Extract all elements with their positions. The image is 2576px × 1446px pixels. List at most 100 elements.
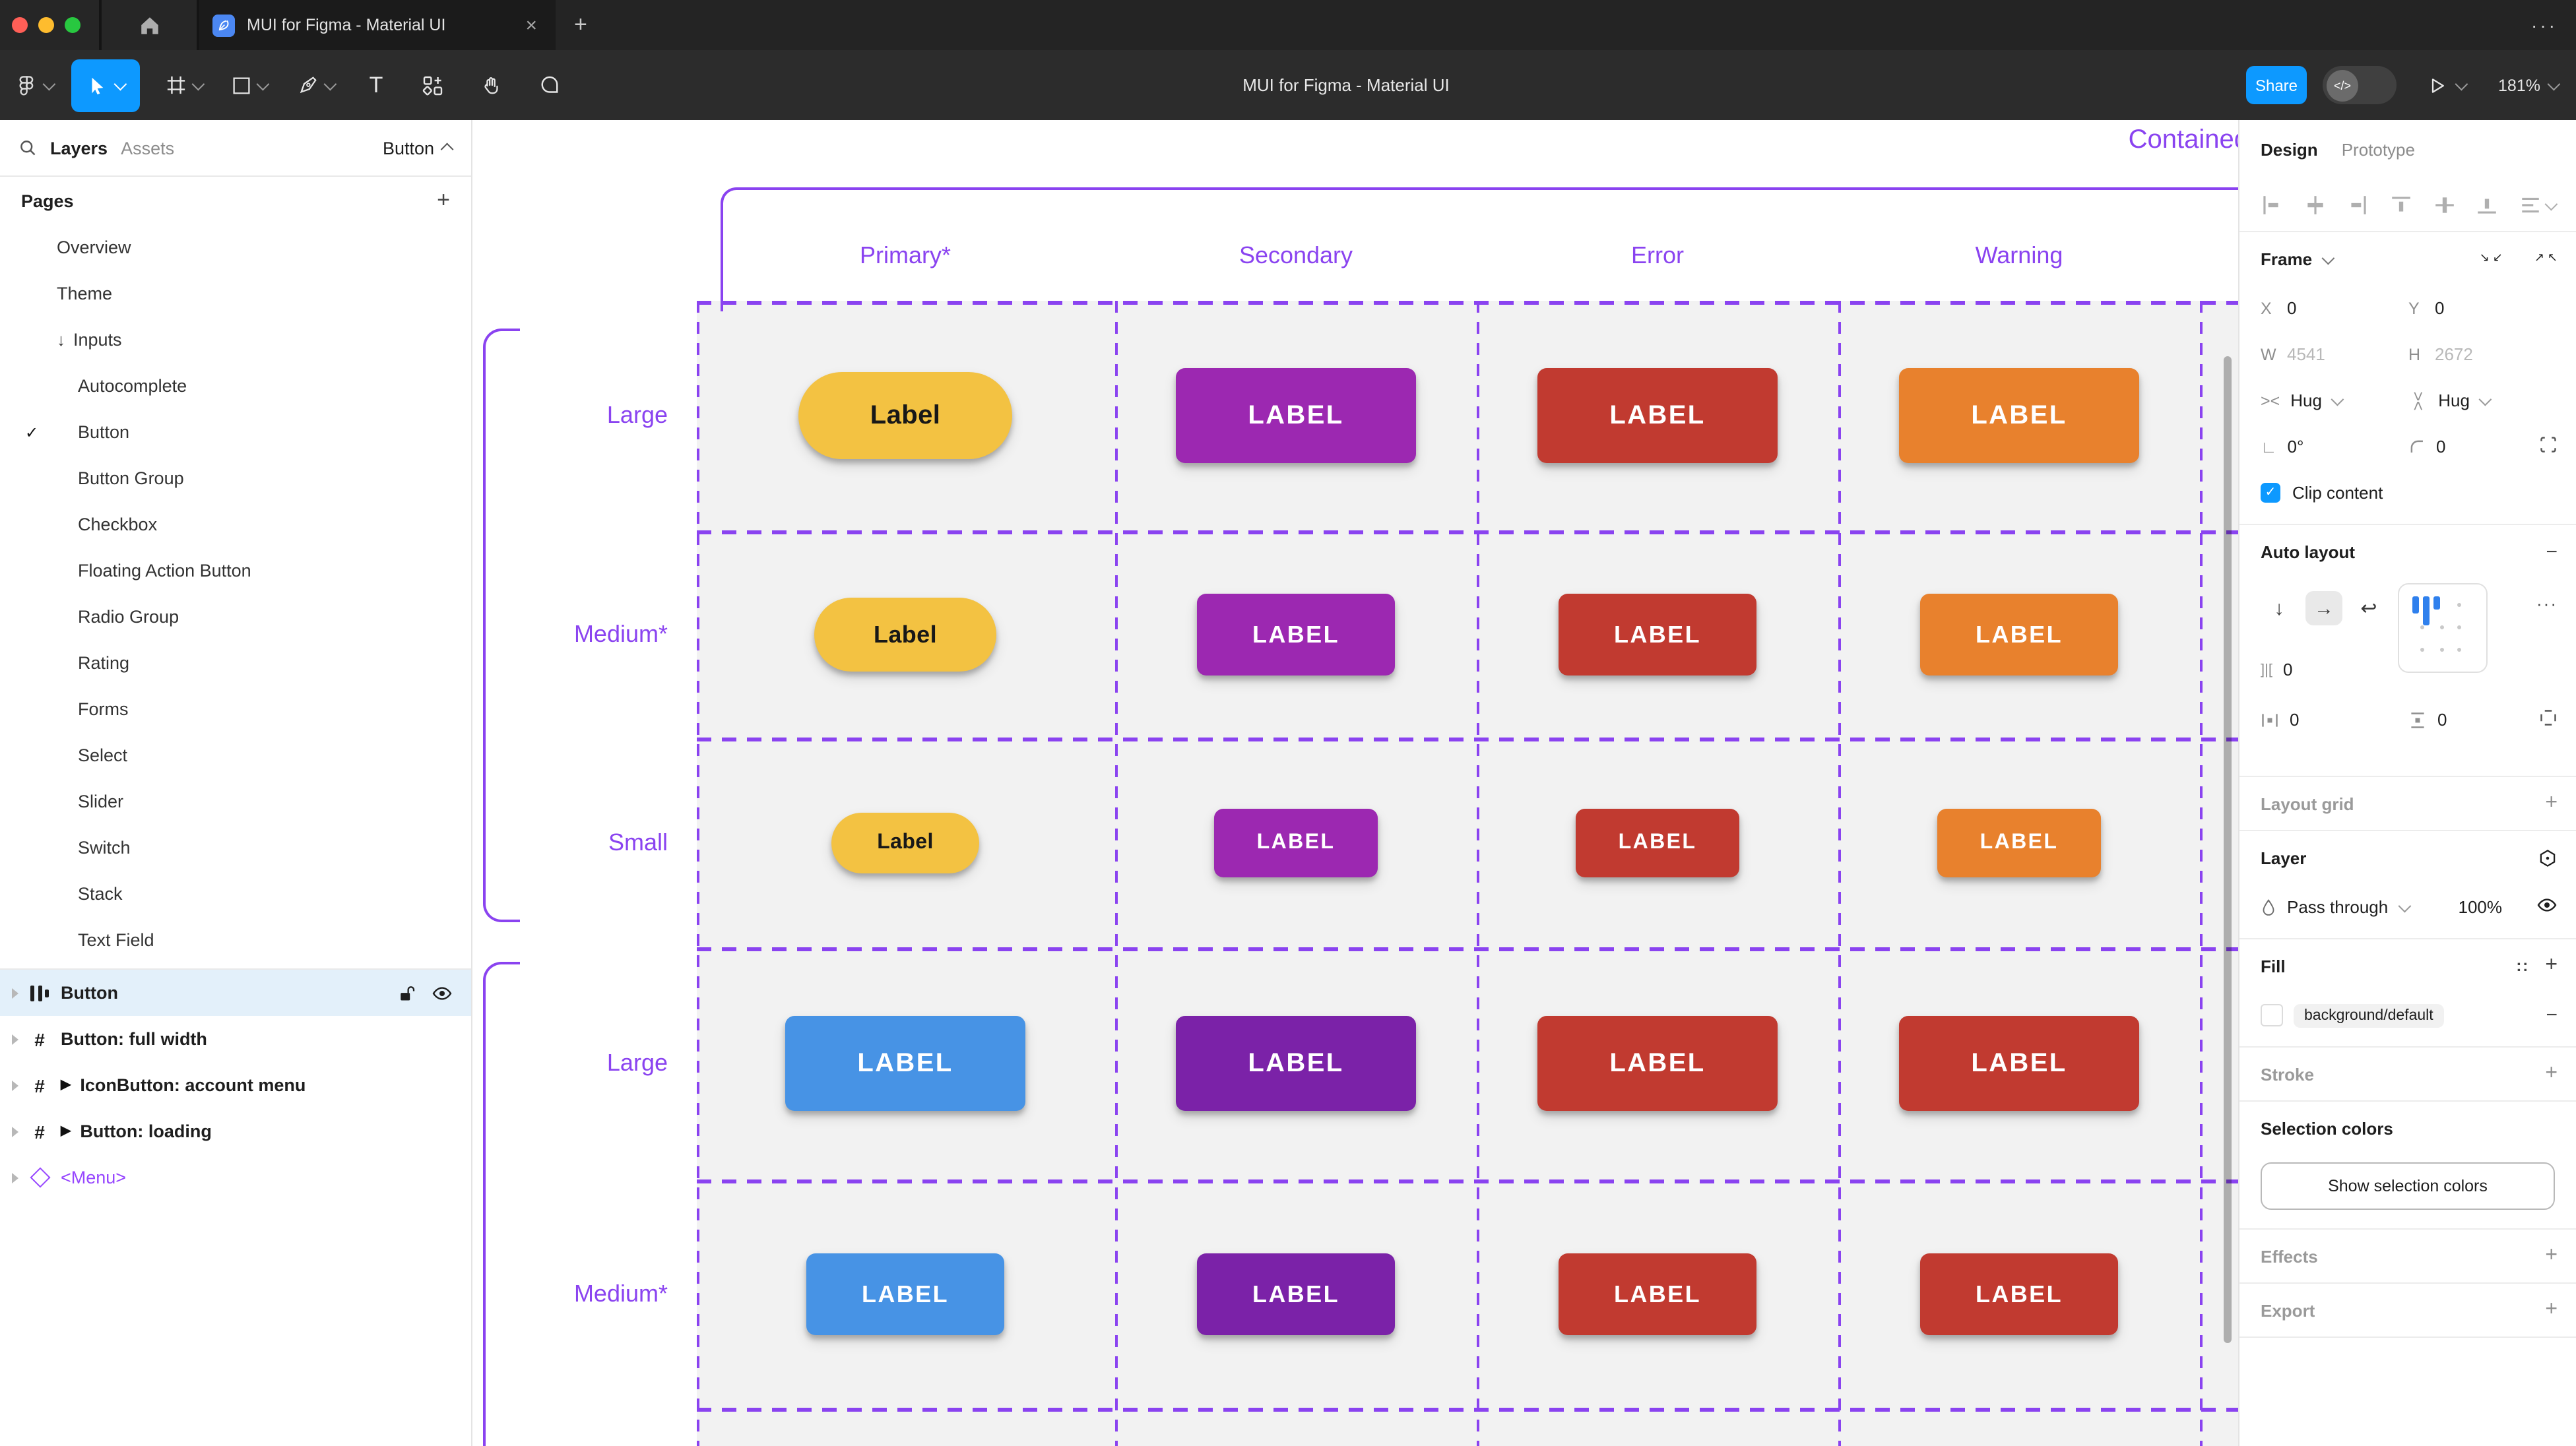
add-export-button[interactable]: + [2545, 1298, 2558, 1321]
disclosure-triangle-icon[interactable] [12, 1034, 18, 1044]
layer-row-button-loading[interactable]: # ▶ Button: loading [0, 1108, 471, 1154]
minimize-window-button[interactable] [38, 17, 54, 33]
button-warning-medium-default[interactable]: LABEL [1920, 1253, 2118, 1335]
disclosure-triangle-icon[interactable] [12, 1080, 18, 1090]
distribute-menu[interactable] [2519, 193, 2558, 216]
fill-color-swatch[interactable] [2261, 1004, 2283, 1026]
auto-layout-more-button[interactable]: ··· [2536, 594, 2558, 613]
add-page-button[interactable]: + [437, 187, 450, 212]
button-primary-small[interactable]: Label [831, 813, 979, 873]
text-tool-button[interactable]: T [348, 72, 404, 98]
pen-tool-button[interactable] [282, 75, 348, 95]
present-button[interactable] [2428, 50, 2468, 120]
tab-design[interactable]: Design [2261, 139, 2318, 159]
sidebar-page-rating[interactable]: Rating [0, 640, 471, 686]
layer-row-menu-instance[interactable]: <Menu> [0, 1154, 471, 1201]
main-menu-button[interactable] [0, 75, 69, 96]
button-warning-large-default[interactable]: LABEL [1899, 1016, 2139, 1111]
direction-vertical-button[interactable]: ↓ [2274, 597, 2284, 619]
horizontal-sizing-select[interactable]: ><Hug [2261, 391, 2345, 410]
align-right-icon[interactable] [2347, 193, 2369, 216]
vertical-sizing-select[interactable]: ><Hug [2408, 391, 2493, 410]
new-tab-button[interactable]: + [574, 12, 587, 37]
button-secondary-large-default[interactable]: LABEL [1176, 1016, 1416, 1111]
sidebar-page-stack[interactable]: Stack [0, 871, 471, 917]
window-more-menu[interactable]: ··· [2531, 15, 2558, 36]
add-effect-button[interactable]: + [2545, 1244, 2558, 1267]
button-secondary-small[interactable]: LABEL [1214, 809, 1378, 877]
align-top-icon[interactable] [2390, 193, 2412, 216]
button-error-large-default[interactable]: LABEL [1537, 1016, 1778, 1111]
independent-corners-icon[interactable] [2539, 435, 2558, 458]
move-tool-button[interactable] [71, 59, 140, 111]
add-fill-button[interactable]: + [2545, 954, 2558, 976]
button-error-medium[interactable]: LABEL [1559, 594, 1756, 676]
align-h-center-icon[interactable] [2303, 193, 2326, 216]
close-tab-icon[interactable]: × [525, 14, 537, 36]
fill-styles-icon[interactable]: :: [2516, 957, 2530, 975]
layer-row-iconbutton-account-menu[interactable]: # ▶ IconButton: account menu [0, 1062, 471, 1108]
resources-tool-button[interactable] [404, 75, 462, 96]
show-selection-colors-button[interactable]: Show selection colors [2261, 1162, 2555, 1210]
collapse-panel-icon[interactable]: ↘ ↙↗ ↖ [2479, 251, 2558, 265]
button-secondary-medium-default[interactable]: LABEL [1197, 1253, 1395, 1335]
align-bottom-icon[interactable] [2476, 193, 2499, 216]
sidebar-page-radio-group[interactable]: Radio Group [0, 594, 471, 640]
canvas-viewport[interactable]: Contained Primary* Secondary Error Warni… [472, 120, 2238, 1446]
sidebar-page-slider[interactable]: Slider [0, 778, 471, 825]
vertical-padding-field[interactable]: 0 [2408, 710, 2447, 730]
button-warning-large[interactable]: LABEL [1899, 368, 2139, 463]
button-error-small[interactable]: LABEL [1576, 809, 1739, 877]
fullscreen-window-button[interactable] [65, 17, 80, 33]
opacity-field[interactable]: 100% [2458, 897, 2503, 917]
sidebar-page-theme[interactable]: Theme [0, 270, 471, 317]
button-primary-medium-default[interactable]: LABEL [806, 1253, 1004, 1335]
button-primary-large-default[interactable]: LABEL [785, 1016, 1025, 1111]
alignment-grid-widget[interactable] [2398, 583, 2488, 673]
wrap-button[interactable]: ↩ [2360, 598, 2377, 620]
disclosure-triangle-icon[interactable] [12, 1172, 18, 1183]
sidebar-page-autocomplete[interactable]: Autocomplete [0, 363, 471, 409]
button-warning-medium[interactable]: LABEL [1920, 594, 2118, 676]
button-primary-large[interactable]: Label [798, 372, 1012, 459]
remove-auto-layout-button[interactable]: − [2546, 540, 2558, 563]
frame-tool-button[interactable] [150, 75, 216, 95]
sidebar-page-checkbox[interactable]: Checkbox [0, 501, 471, 548]
sidebar-page-overview[interactable]: Overview [0, 224, 471, 270]
shape-tool-button[interactable] [216, 76, 282, 94]
lock-open-icon[interactable] [397, 984, 416, 1002]
comment-tool-button[interactable] [520, 75, 578, 95]
layer-row-button[interactable]: Button [0, 970, 471, 1016]
button-secondary-large[interactable]: LABEL [1176, 368, 1416, 463]
independent-padding-icon[interactable] [2539, 708, 2558, 731]
fill-token-chip[interactable]: background/default [2294, 1003, 2444, 1027]
sidebar-page-fab[interactable]: Floating Action Button [0, 548, 471, 594]
file-tab[interactable]: MUI for Figma - Material UI × [199, 0, 556, 50]
blend-mode-icon[interactable] [2538, 848, 2558, 867]
sidebar-page-button-group[interactable]: Button Group [0, 455, 471, 501]
corner-radius-field[interactable]: 0 [2408, 437, 2445, 456]
tab-layers[interactable]: Layers [50, 138, 108, 158]
home-tab[interactable] [102, 0, 199, 50]
search-icon[interactable] [18, 139, 37, 157]
close-window-button[interactable] [12, 17, 28, 33]
remove-fill-button[interactable]: − [2546, 1004, 2558, 1026]
sidebar-page-switch[interactable]: Switch [0, 825, 471, 871]
disclosure-triangle-icon[interactable] [12, 988, 18, 998]
tab-prototype[interactable]: Prototype [2341, 139, 2415, 159]
sidebar-page-forms[interactable]: Forms [0, 686, 471, 732]
hand-tool-button[interactable] [462, 75, 520, 95]
direction-horizontal-button[interactable]: → [2305, 591, 2342, 625]
sidebar-page-button[interactable]: ✓ Button [0, 409, 471, 455]
gap-field[interactable]: ]|[ 0 [2261, 660, 2293, 679]
add-layout-grid-button[interactable]: + [2545, 792, 2558, 814]
align-left-icon[interactable] [2261, 193, 2283, 216]
zoom-menu[interactable]: 181% [2498, 50, 2561, 120]
dev-mode-toggle[interactable]: </> [2323, 66, 2397, 104]
tab-assets[interactable]: Assets [121, 138, 175, 158]
add-stroke-button[interactable]: + [2545, 1062, 2558, 1084]
